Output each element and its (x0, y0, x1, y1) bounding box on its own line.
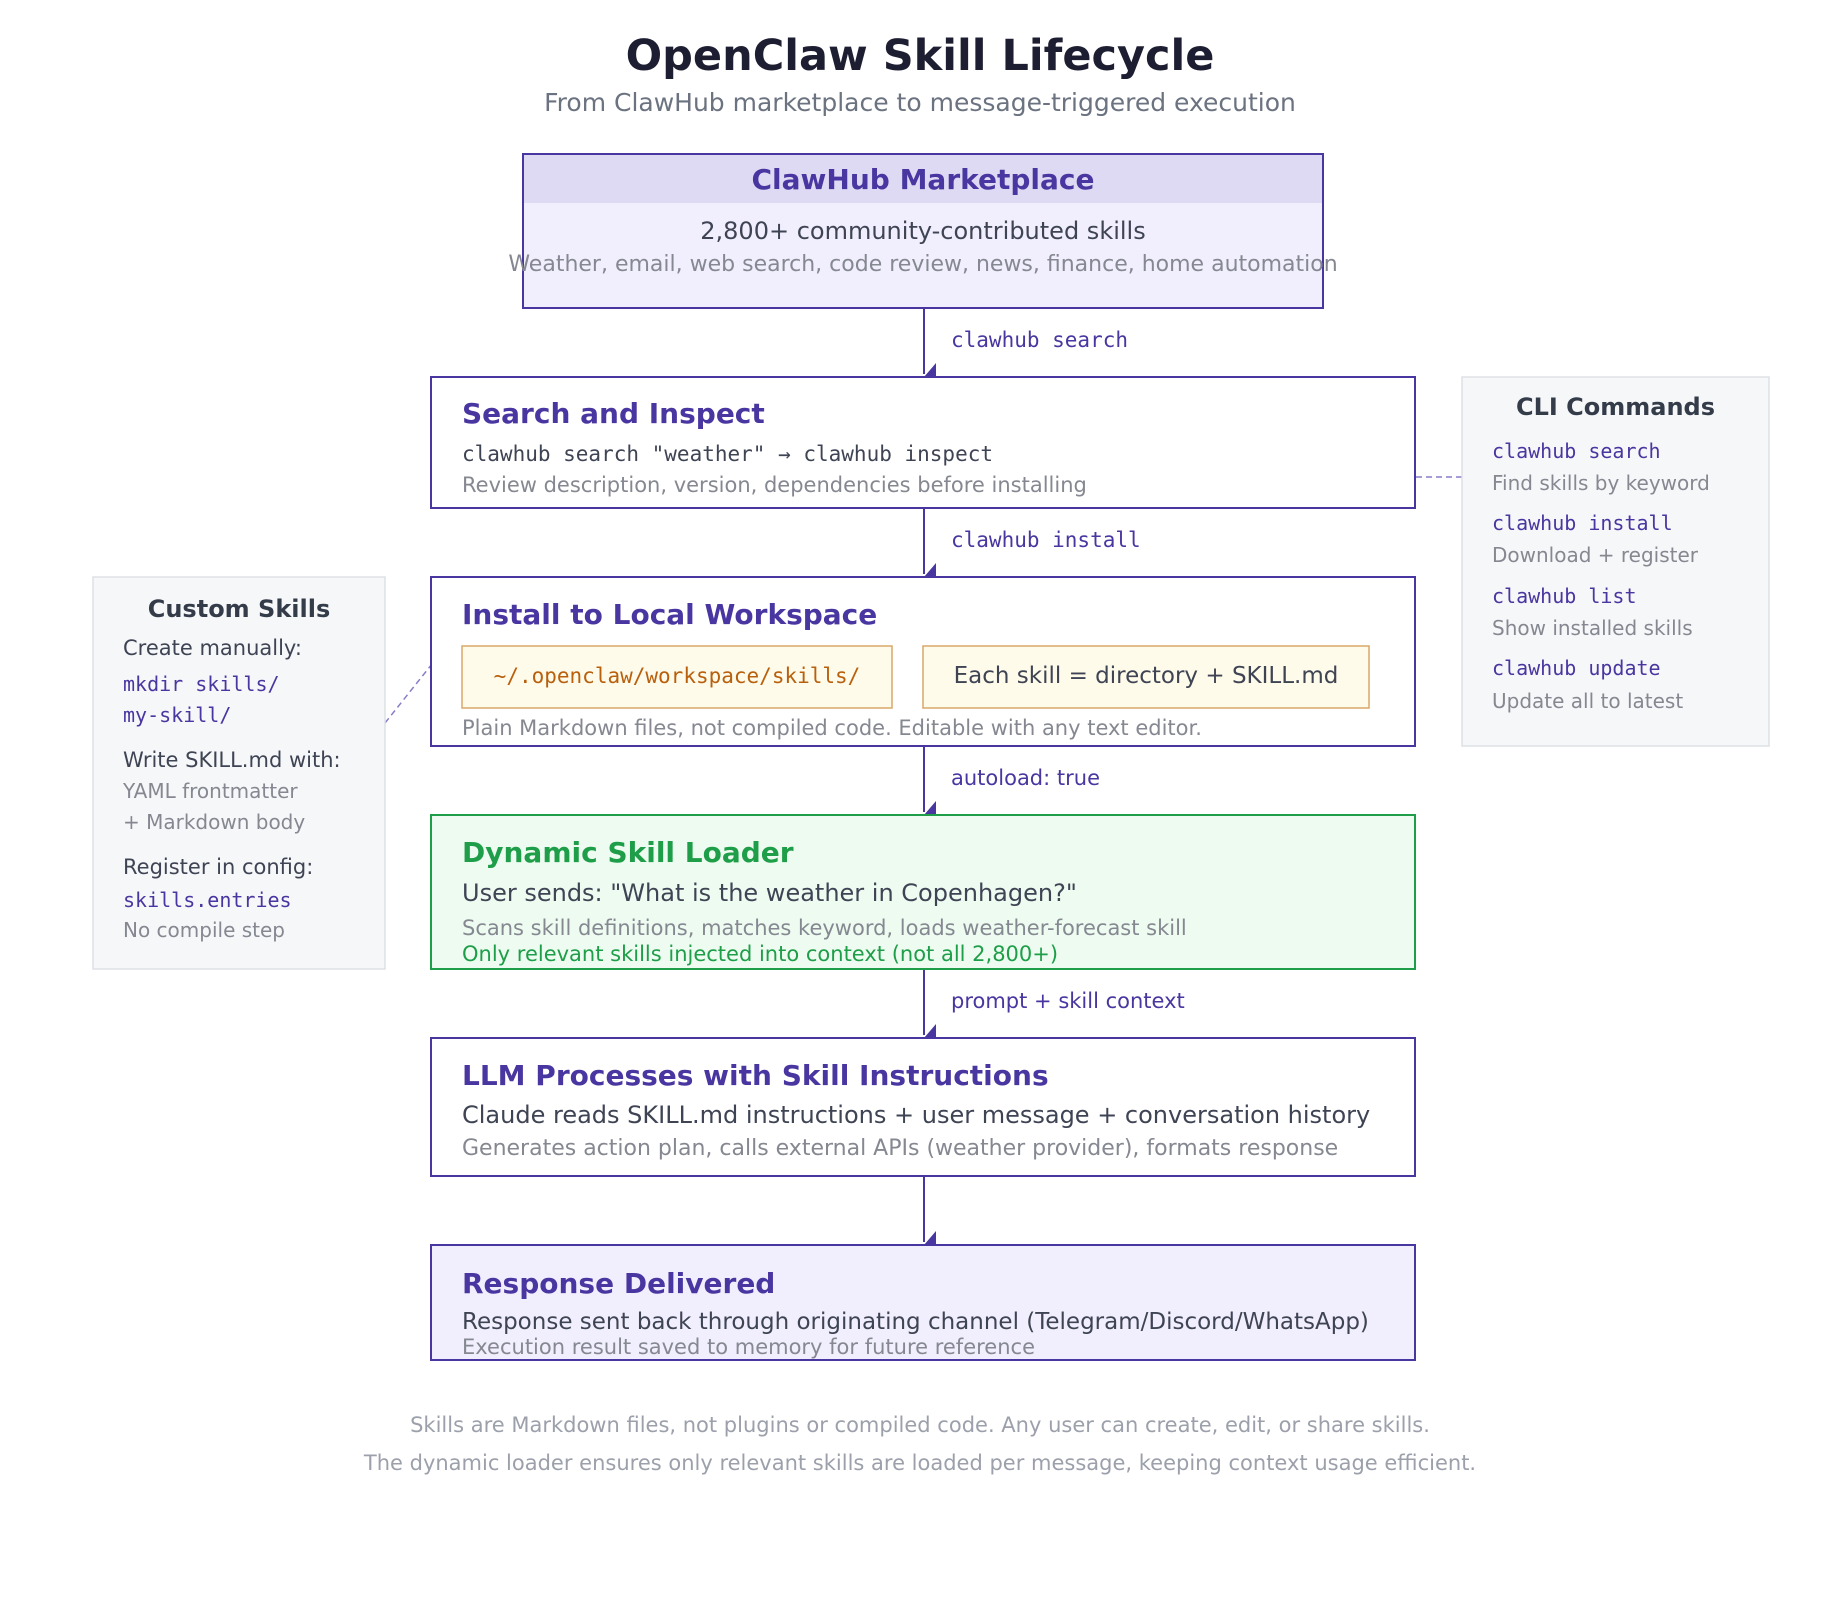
loader-highlight: Only relevant skills injected into conte… (462, 942, 1059, 966)
custom-register-note: No compile step (123, 918, 286, 942)
cli-command-update-description: Update all to latest (1492, 689, 1684, 713)
response-box (430, 1244, 1416, 1361)
custom-panel-box (92, 576, 386, 970)
loader-box (430, 814, 1416, 970)
search-inspect-heading: Search and Inspect (462, 397, 765, 430)
custom-create-label: Create manually: (123, 636, 302, 660)
cli-command-list-description: Show installed skills (1492, 616, 1693, 640)
llm-box (430, 1037, 1416, 1177)
arrow-label-install: clawhub install (951, 528, 1141, 552)
arrow-label-autoload: autoload: true (951, 766, 1100, 790)
search-inspect-note: Review description, version, dependencie… (462, 473, 1087, 497)
response-heading: Response Delivered (462, 1267, 776, 1300)
marketplace-header-band (524, 155, 1322, 203)
cli-panel-box (1461, 376, 1770, 747)
install-path-chip (461, 645, 893, 709)
custom-write-note-2: + Markdown body (123, 810, 306, 834)
arrowhead-install (924, 563, 936, 577)
custom-write-label: Write SKILL.md with: (123, 748, 341, 772)
marketplace-skill-count: 2,800+ community-contributed skills (700, 217, 1146, 245)
loader-heading: Dynamic Skill Loader (462, 836, 794, 869)
custom-create-code-1: mkdir skills/ (123, 672, 280, 696)
cli-command-search: clawhub search (1492, 439, 1661, 463)
footer-line-2: The dynamic loader ensures only relevant… (363, 1451, 1477, 1475)
install-note: Plain Markdown files, not compiled code.… (462, 716, 1202, 740)
install-path: ~/.openclaw/workspace/skills/ (493, 664, 861, 688)
install-rule: Each skill = directory + SKILL.md (953, 663, 1339, 689)
cli-panel-heading: CLI Commands (1515, 393, 1716, 421)
loader-note: Scans skill definitions, matches keyword… (462, 916, 1187, 940)
llm-line-1: Claude reads SKILL.md instructions + use… (462, 1101, 1371, 1129)
arrow-label-prompt: prompt + skill context (951, 989, 1185, 1013)
install-rule-chip (922, 645, 1370, 709)
loader-user-message: User sends: "What is the weather in Cope… (462, 879, 1077, 907)
custom-panel-connector (384, 663, 433, 724)
llm-line-2: Generates action plan, calls external AP… (462, 1136, 1339, 1161)
custom-create-code-2: my-skill/ (123, 703, 232, 727)
arrow-label-search: clawhub search (951, 328, 1129, 352)
arrowhead-loader (924, 801, 936, 815)
marketplace-categories: Weather, email, web search, code review,… (508, 252, 1338, 277)
install-heading: Install to Local Workspace (462, 598, 878, 631)
custom-write-note-1: YAML frontmatter (123, 779, 298, 803)
marketplace-heading: ClawHub Marketplace (751, 163, 1095, 196)
arrowhead-response (924, 1231, 936, 1245)
footer-line-1: Skills are Markdown files, not plugins o… (410, 1413, 1430, 1437)
search-inspect-command: clawhub search "weather" → clawhub inspe… (462, 442, 994, 466)
page-title: OpenClaw Skill Lifecycle (625, 31, 1215, 81)
custom-register-code: skills.entries (123, 888, 292, 912)
response-line-2: Execution result saved to memory for fut… (462, 1335, 1035, 1359)
response-line-1: Response sent back through originating c… (462, 1309, 1369, 1335)
custom-register-label: Register in config: (123, 855, 314, 879)
custom-panel-heading: Custom Skills (147, 595, 331, 623)
arrowhead-search (924, 363, 936, 377)
llm-heading: LLM Processes with Skill Instructions (462, 1059, 1049, 1092)
page-subtitle: From ClawHub marketplace to message-trig… (544, 88, 1296, 117)
arrowhead-llm (924, 1024, 936, 1038)
cli-command-list: clawhub list (1492, 584, 1637, 608)
cli-command-update: clawhub update (1492, 656, 1661, 680)
cli-command-search-description: Find skills by keyword (1492, 471, 1710, 495)
cli-command-install-description: Download + register (1492, 543, 1699, 567)
cli-command-install: clawhub install (1492, 511, 1673, 535)
search-inspect-box (430, 376, 1416, 509)
arrowheads (924, 363, 936, 1245)
